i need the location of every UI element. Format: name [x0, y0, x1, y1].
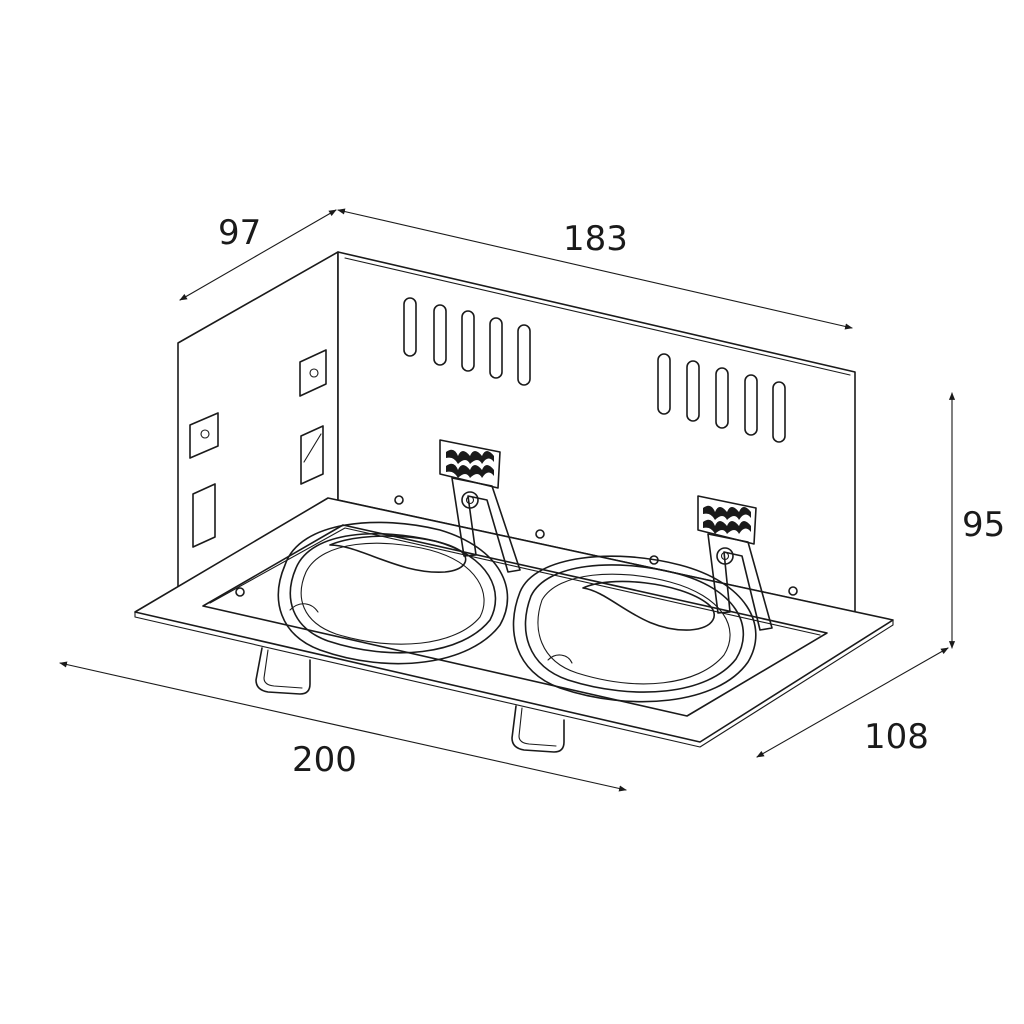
- housing-box: [177, 251, 856, 613]
- spring-clip-left: [439, 439, 521, 573]
- spring-clip-right: [697, 495, 773, 631]
- dim-line-108: [756, 647, 949, 758]
- dimension-labels: 97 183 95 108 200: [218, 213, 1005, 780]
- dim-line-200: [59, 661, 627, 792]
- dim-line-183: [337, 208, 853, 330]
- ventilation-slots-right: [657, 353, 786, 443]
- dim-label-108: 108: [864, 717, 929, 757]
- terminal-tabs: [189, 349, 327, 548]
- dim-label-200: 200: [292, 740, 357, 780]
- dim-label-183: 183: [563, 219, 628, 259]
- dimension-lines: [59, 208, 956, 792]
- lamp-ring-left: [277, 521, 509, 665]
- dim-label-95: 95: [962, 505, 1005, 545]
- dim-line-97: [179, 209, 337, 301]
- dim-label-97: 97: [218, 213, 261, 253]
